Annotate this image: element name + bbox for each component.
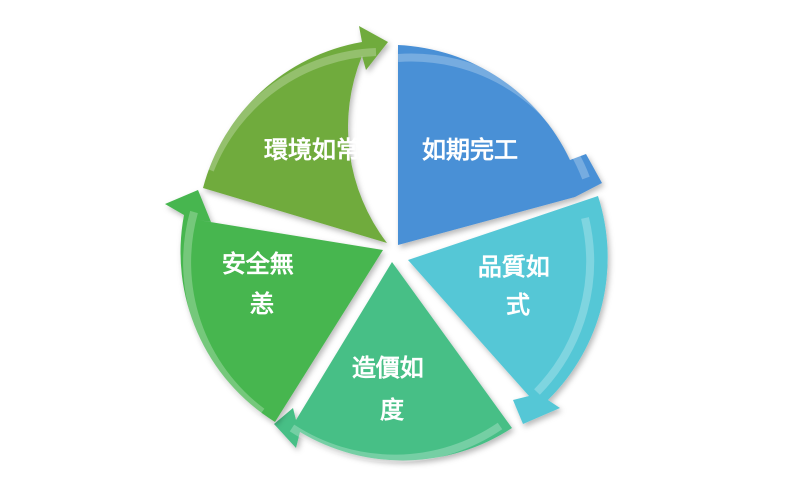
segment-environment: 環境如常 bbox=[203, 26, 388, 243]
segment-environment-label: 環境如常 bbox=[264, 136, 360, 164]
segment-quality: 品質如 式 bbox=[408, 196, 608, 424]
segment-schedule-shape bbox=[398, 33, 602, 245]
segment-environment-arrow bbox=[206, 48, 377, 172]
segment-cost-label-line-1: 造價如 bbox=[352, 354, 424, 382]
segment-quality-label: 品質如 式 bbox=[478, 253, 558, 319]
segment-quality-arrow bbox=[534, 217, 595, 395]
segment-safety-shape bbox=[165, 190, 383, 422]
segment-schedule-arrow bbox=[397, 53, 590, 180]
segment-environment-label-line-1: 環境如常 bbox=[264, 136, 360, 164]
segment-environment-shape bbox=[203, 26, 388, 243]
segment-schedule: 如期完工 bbox=[397, 33, 602, 245]
segment-safety: 安全無 恙 bbox=[165, 190, 383, 422]
segment-safety-arrow bbox=[183, 210, 265, 416]
segment-quality-label-line-2: 式 bbox=[506, 291, 530, 319]
segment-schedule-label-line-1: 如期完工 bbox=[422, 136, 518, 164]
segment-cost-label: 造價如 度 bbox=[352, 354, 432, 424]
segment-safety-label-line-2: 恙 bbox=[250, 290, 274, 318]
segment-schedule-label: 如期完工 bbox=[422, 136, 518, 164]
segment-cost-label-line-2: 度 bbox=[380, 396, 405, 424]
segment-cost-shape bbox=[274, 262, 512, 461]
segment-cost: 造價如 度 bbox=[274, 262, 512, 463]
segment-safety-label-line-1: 安全無 bbox=[222, 250, 294, 278]
segment-quality-label-line-1: 品質如 bbox=[478, 253, 550, 281]
segment-safety-label: 安全無 恙 bbox=[222, 250, 302, 318]
segment-cost-arrow bbox=[289, 422, 503, 463]
segment-quality-shape bbox=[408, 196, 608, 424]
